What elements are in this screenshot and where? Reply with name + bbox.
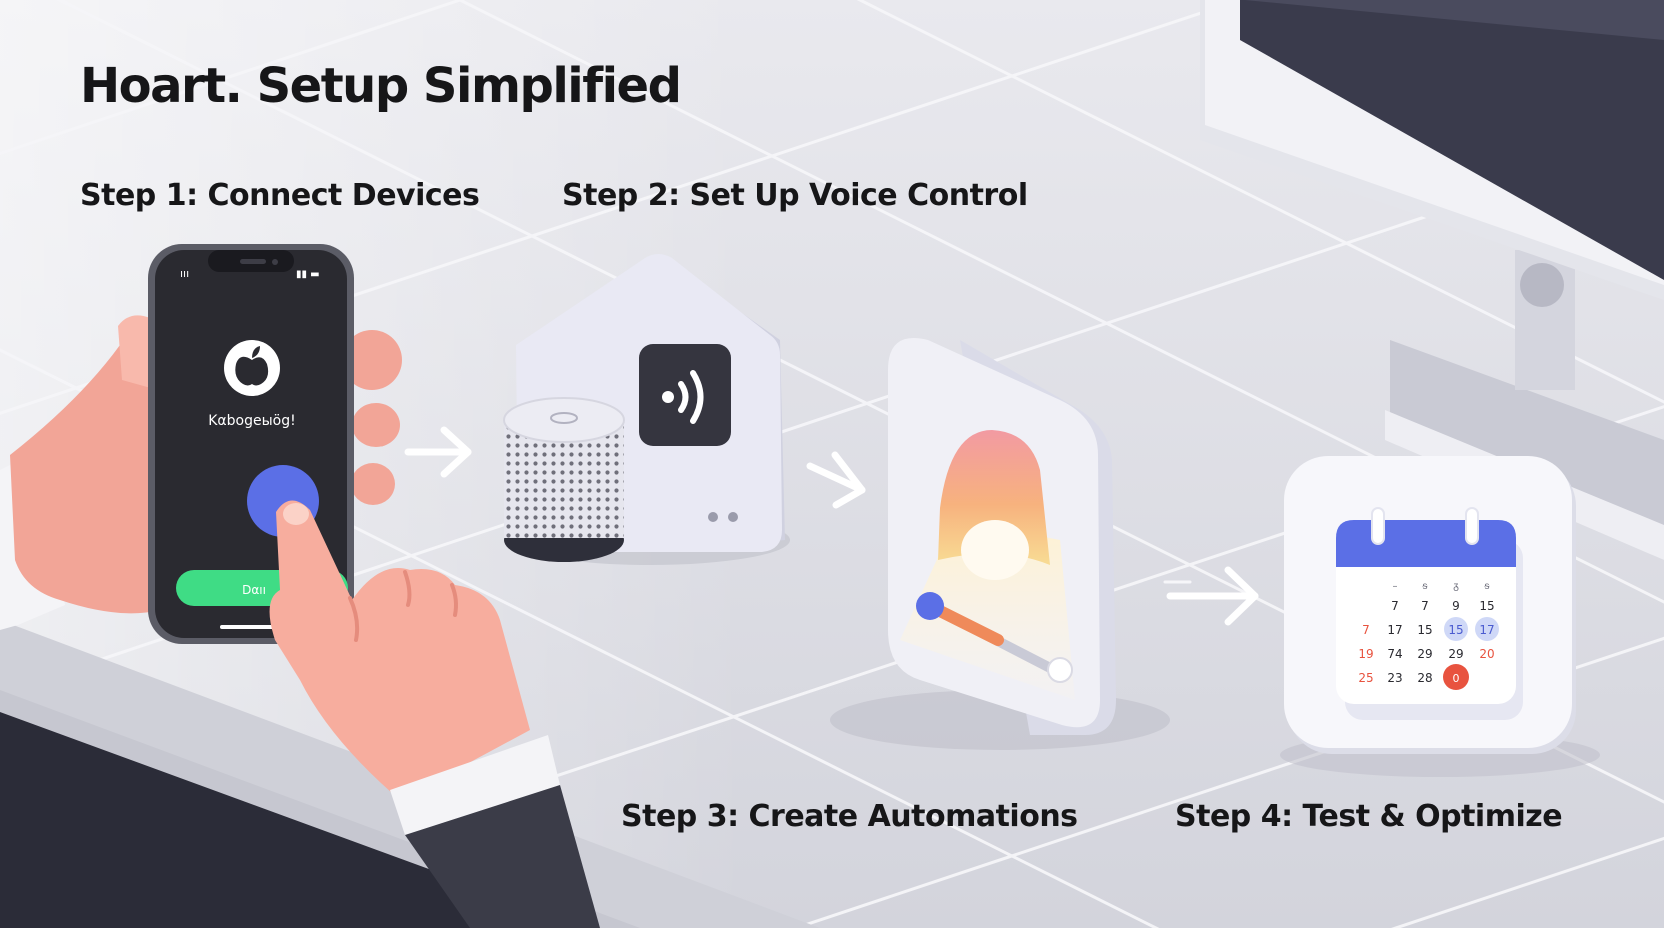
- apple-logo-icon: [235, 346, 269, 386]
- calendar-day[interactable]: 7: [1362, 623, 1370, 637]
- automation-slider-knob[interactable]: [916, 592, 944, 620]
- phone-action-button-label: Dαıı: [242, 583, 266, 597]
- step-4-label: Step 4: Test & Optimize: [1175, 799, 1563, 834]
- calendar-tile: – ᵴ ᵹ ᵴ 7 7 9 15 7 17 15 15 17 19 74 29 …: [1280, 456, 1600, 777]
- calendar-weekday: ᵴ: [1422, 581, 1428, 592]
- monitor: [1200, 0, 1664, 560]
- calendar-day[interactable]: 25: [1358, 671, 1373, 685]
- step-1-label: Step 1: Connect Devices: [80, 178, 480, 213]
- calendar-day[interactable]: 20: [1479, 647, 1494, 661]
- status-bar-icons: ▮▮ ▬: [296, 269, 320, 280]
- calendar-day[interactable]: 28: [1417, 671, 1432, 685]
- calendar-day[interactable]: 17: [1479, 623, 1494, 637]
- calendar-day[interactable]: 0: [1453, 672, 1460, 685]
- calendar-selected-day: [1443, 664, 1469, 690]
- calendar-day[interactable]: 9: [1452, 599, 1460, 613]
- calendar-day[interactable]: 17: [1387, 623, 1402, 637]
- calendar-day[interactable]: 29: [1417, 647, 1432, 661]
- calendar-day[interactable]: 15: [1448, 623, 1463, 637]
- home-indicator: [220, 625, 286, 629]
- calendar-weekday: –: [1393, 581, 1398, 592]
- calendar-day[interactable]: 7: [1391, 599, 1399, 613]
- lamp-bulb: [961, 520, 1029, 580]
- automation-slider-end: [1047, 657, 1073, 683]
- calendar-day[interactable]: 23: [1387, 671, 1402, 685]
- calendar-day-highlight: [1444, 617, 1468, 641]
- automation-tile: [830, 338, 1170, 750]
- calendar-day[interactable]: 19: [1358, 647, 1373, 661]
- calendar-day-highlight: [1475, 617, 1499, 641]
- status-bar-time: ııı: [180, 267, 189, 280]
- voice-signal-icon: [662, 370, 704, 424]
- arrow-right-icon: [404, 426, 472, 478]
- calendar-weekday: ᵴ: [1484, 581, 1490, 592]
- calendar-day[interactable]: 7: [1421, 599, 1429, 613]
- page-title: Hoart. Setup Simplified: [80, 58, 682, 114]
- voice-hub-device: [503, 254, 790, 565]
- step-2-label: Step 2: Set Up Voice Control: [562, 178, 1028, 213]
- arrow-right-icon: [806, 451, 866, 509]
- calendar-day[interactable]: 15: [1417, 623, 1432, 637]
- calendar-weekday: ᵹ: [1453, 581, 1459, 592]
- phone-with-hands: ııı ▮▮ ▬ Kαbogeыög! Dαıı: [0, 244, 600, 928]
- lamp-shade: [938, 430, 1050, 565]
- calendar-day[interactable]: 29: [1448, 647, 1463, 661]
- calendar-day[interactable]: 74: [1387, 647, 1402, 661]
- phone-app-name: Kαbogeыög!: [208, 413, 295, 429]
- smart-speaker: [503, 397, 625, 562]
- arrow-right-icon: [1163, 566, 1259, 626]
- step-3-label: Step 3: Create Automations: [621, 799, 1078, 834]
- calendar-day[interactable]: 15: [1479, 599, 1494, 613]
- calendar-icon: [1336, 507, 1523, 720]
